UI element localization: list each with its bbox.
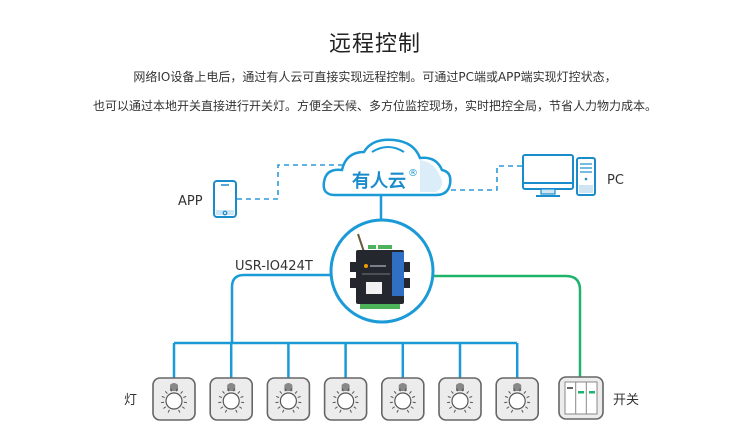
light-bulb-icon	[266, 377, 311, 421]
switch-label: 开关	[613, 393, 639, 408]
desktop-computer-icon	[522, 154, 596, 197]
description-line-2: 也可以通过本地开关直接进行开关灯。方便全天候、多方位监控现场，实时把控全局，节省…	[92, 99, 657, 113]
page-title: 远程控制	[328, 32, 421, 57]
light-bulb-icon	[380, 377, 425, 421]
light-bulb-icon	[495, 377, 540, 421]
device-switch-connector	[434, 274, 582, 377]
cloud-label: 有人云	[352, 170, 406, 192]
light-bulb-icon	[438, 377, 482, 421]
lights-label: 灯	[124, 393, 137, 408]
device-label: USR-IO424T	[235, 259, 313, 274]
device-lights-connector	[230, 273, 331, 343]
app-label: APP	[178, 194, 203, 209]
light-bulb-icon	[209, 377, 253, 421]
cloud-icon	[322, 138, 452, 197]
description-line-1: 网络IO设备上电后，通过有人云可直接实现远程控制。可通过PC端或APP端实现灯控…	[133, 70, 617, 84]
cloud-registered-mark: ®	[408, 168, 418, 179]
pc-cloud-connector	[451, 165, 522, 191]
pc-label: PC	[607, 173, 624, 188]
wall-switch-icon	[558, 376, 604, 420]
app-cloud-connector	[237, 164, 345, 200]
light-bulb-icon	[323, 377, 368, 421]
light-bulb-icon	[152, 377, 196, 421]
io-controller-device-icon	[329, 218, 435, 324]
smartphone-icon	[213, 180, 237, 218]
